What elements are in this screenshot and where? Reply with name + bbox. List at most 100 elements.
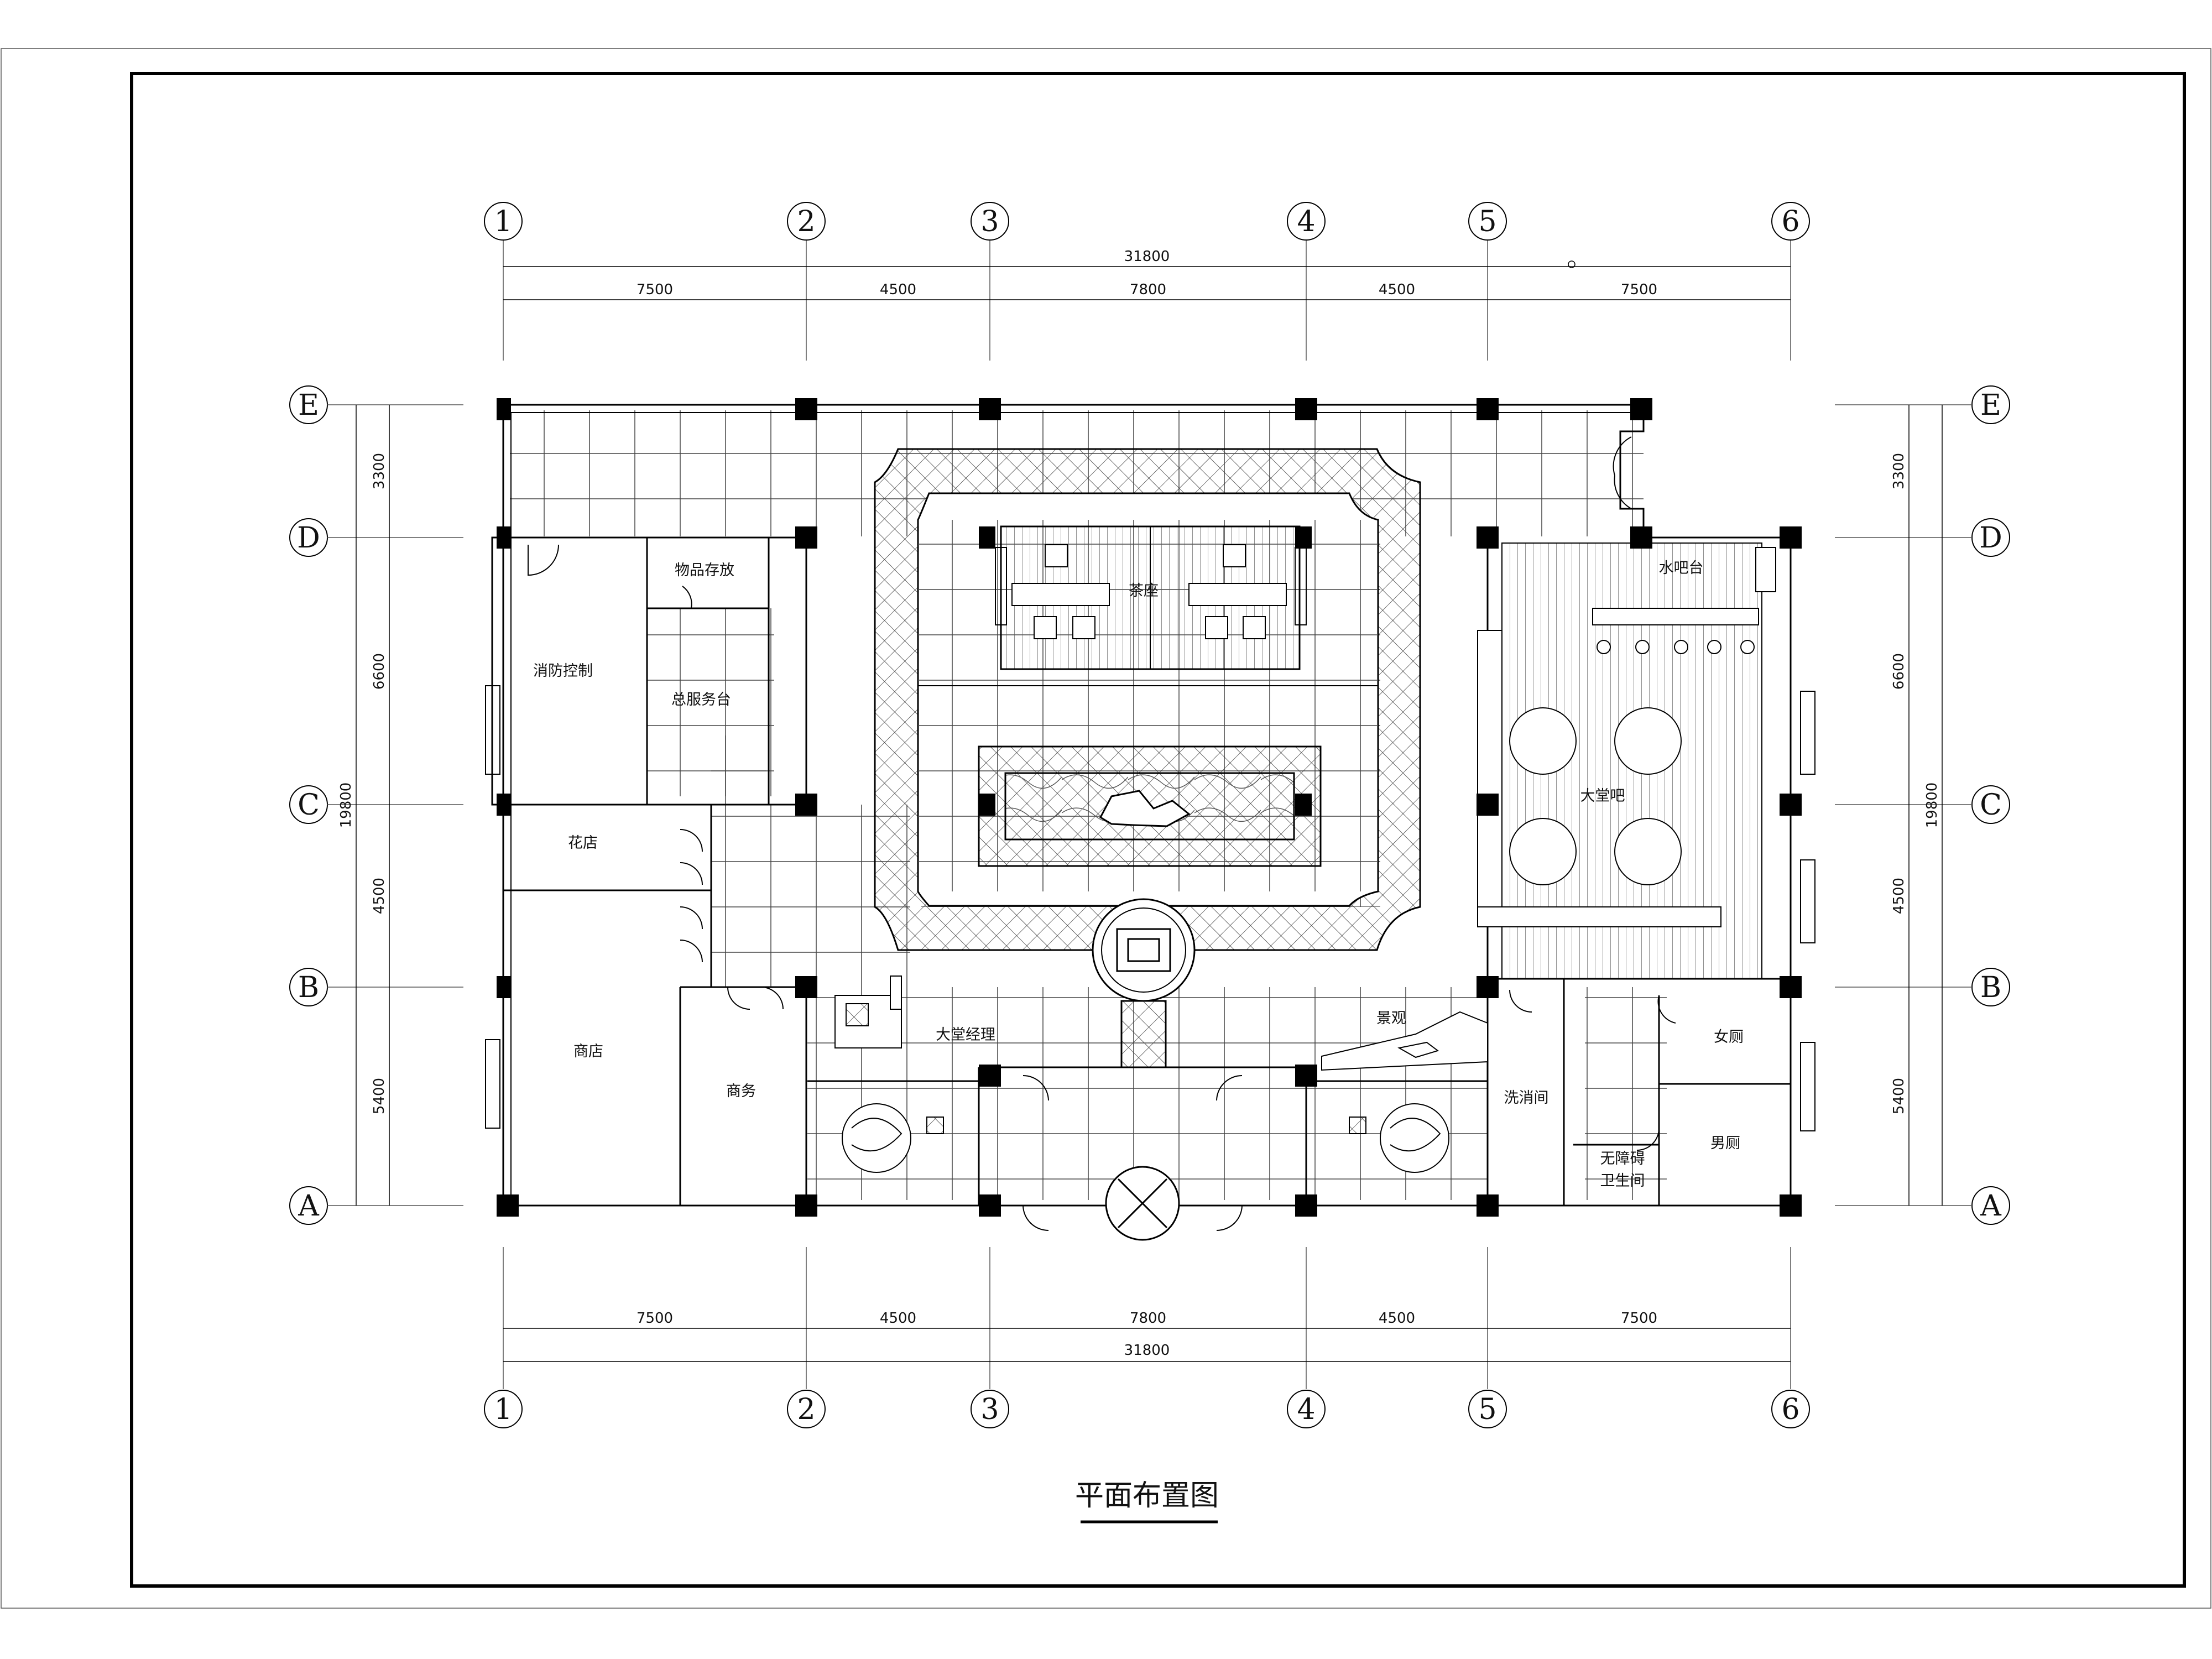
dim-bottom-seg-4: 4500	[1379, 1310, 1415, 1327]
axis-label-6-bottom: 6	[1781, 1393, 1799, 1426]
dim-left-seg-1: 3300	[371, 453, 388, 489]
dimension-top: 31800 7500 4500 7800 4500 7500	[503, 248, 1791, 300]
dim-bottom-total: 31800	[1124, 1342, 1170, 1359]
room-label-water-bar: 水吧台	[1659, 560, 1704, 577]
doors-and-fixtures	[528, 436, 1676, 1241]
sheet-frame	[130, 72, 2186, 1588]
axis-bubble-A-right: A	[1971, 1186, 2010, 1225]
axis-label-4-top: 4	[1297, 205, 1315, 238]
lobby-manager-desk	[834, 975, 902, 1048]
axis-bubble-6-top: 6	[1771, 202, 1810, 241]
dim-left-total: 19800	[338, 782, 354, 828]
axis-bubble-6-bottom: 6	[1771, 1390, 1810, 1428]
axis-bubble-C-left: C	[289, 785, 328, 824]
room-label-landscape: 景观	[1376, 1010, 1406, 1027]
building-walls	[485, 404, 1815, 1207]
axis-label-D-left: D	[297, 521, 320, 555]
axis-bubble-1-bottom: 1	[484, 1390, 523, 1428]
dim-right-seg-1: 3300	[1891, 453, 1907, 489]
dim-top-seg-1: 7500	[637, 281, 673, 298]
axis-label-A-left: A	[298, 1190, 320, 1223]
axis-label-D-right: D	[1979, 521, 2002, 555]
dim-bottom-seg-1: 7500	[637, 1310, 673, 1327]
central-atrium: 茶座	[874, 448, 1421, 1068]
room-label-washroom: 洗消间	[1504, 1089, 1549, 1107]
axis-bubble-C-right: C	[1971, 785, 2010, 824]
dimension-right: 6600 3300 4500 5400 19800	[1891, 405, 1943, 1206]
dimension-left: 19800 3300 6600 4500 5400	[338, 405, 390, 1206]
axis-bubble-E-right: E	[1971, 385, 2010, 424]
axis-bubble-1-top: 1	[484, 202, 523, 241]
plant-icon-left	[842, 1103, 944, 1173]
lobby-bar-area	[1477, 542, 1776, 979]
room-label-business: 商务	[726, 1083, 756, 1100]
room-label-lobby-bar: 大堂吧	[1580, 787, 1625, 805]
room-label-fire-control: 消防控制	[533, 662, 593, 680]
axis-label-E-left: E	[298, 389, 319, 422]
drawing-title-block: 平面布置图	[1075, 1479, 1219, 1524]
axis-label-B-left: B	[298, 971, 319, 1004]
dim-left-seg-2: 6600	[371, 653, 388, 690]
structural-columns	[497, 398, 1802, 1217]
axis-label-B-right: B	[1980, 971, 2001, 1004]
axis-label-3-bottom: 3	[980, 1393, 999, 1426]
room-label-accessible-wc-line1: 无障碍	[1600, 1150, 1645, 1167]
axis-bubble-3-top: 3	[971, 202, 1009, 241]
room-label-tea-room: 茶座	[1129, 582, 1159, 599]
origin-marker-icon	[1568, 260, 1575, 268]
dim-top-total: 31800	[1124, 248, 1170, 265]
axis-label-C-right: C	[1980, 789, 2002, 822]
axis-label-5-bottom: 5	[1478, 1393, 1496, 1426]
dim-left-seg-4: 5400	[371, 1078, 388, 1114]
axis-label-2-bottom: 2	[797, 1393, 815, 1426]
axis-label-6-top: 6	[1781, 205, 1799, 238]
axis-label-3-top: 3	[980, 205, 999, 238]
axis-label-E-right: E	[1980, 389, 2001, 422]
axis-bubble-3-bottom: 3	[971, 1390, 1009, 1428]
axis-bubble-B-right: B	[1971, 968, 2010, 1006]
axis-bubble-5-bottom: 5	[1468, 1390, 1507, 1428]
plant-icon-right	[1349, 1103, 1449, 1173]
axis-bubble-4-top: 4	[1287, 202, 1326, 241]
room-label-shop: 商店	[573, 1043, 603, 1060]
axis-bubble-2-bottom: 2	[787, 1390, 826, 1428]
dim-top-seg-5: 7500	[1621, 281, 1657, 298]
drawing-title: 平面布置图	[1075, 1479, 1219, 1512]
axis-bubble-2-top: 2	[787, 202, 826, 241]
entrance-paving	[1120, 1000, 1167, 1068]
dim-right-seg-3: 4500	[1891, 878, 1907, 914]
axis-label-1-bottom: 1	[494, 1393, 512, 1426]
room-label-flower-shop: 花店	[568, 834, 598, 852]
axis-label-5-top: 5	[1478, 205, 1496, 238]
dim-left-seg-3: 4500	[371, 878, 388, 914]
landscape-planter	[1321, 1011, 1488, 1071]
dim-top-seg-3: 7800	[1130, 281, 1166, 298]
axis-label-C-left: C	[298, 789, 320, 822]
room-label-mens-wc: 男厕	[1710, 1135, 1740, 1152]
room-label-lobby-manager: 大堂经理	[936, 1026, 995, 1044]
room-label-accessible-wc-line2: 卫生间	[1600, 1172, 1645, 1190]
rockery-feature	[978, 745, 1322, 867]
dim-bottom-seg-5: 7500	[1621, 1310, 1657, 1327]
axis-label-2-top: 2	[797, 205, 815, 238]
axis-bubble-4-bottom: 4	[1287, 1390, 1326, 1428]
room-label-front-desk: 总服务台	[671, 691, 731, 708]
axis-bubbles-bottom: 1 2 3 4 5 6	[484, 1390, 1810, 1428]
room-label-storage: 物品存放	[675, 562, 734, 579]
room-label-womens-wc: 女厕	[1714, 1029, 1744, 1046]
axis-leader-lines	[327, 241, 1972, 1389]
rock-icon	[1099, 790, 1191, 827]
dim-right-seg-2: 6600	[1891, 653, 1907, 690]
axis-bubble-D-left: D	[289, 518, 328, 557]
revolving-door-icon	[1105, 1166, 1180, 1241]
dim-bottom-seg-2: 4500	[880, 1310, 916, 1327]
dimension-bottom: 7500 4500 7800 4500 7500 31800	[503, 1310, 1791, 1362]
axis-bubble-A-left: A	[289, 1186, 328, 1225]
dim-right-seg-4: 5400	[1891, 1078, 1907, 1114]
room-labels: 消防控制 物品存放 总服务台 水吧台 大堂吧 花店 商店 商务 大堂经理 景观 …	[533, 560, 1744, 1190]
axis-bubbles-left: E D C B A	[289, 385, 328, 1225]
dim-right-total: 19800	[1924, 782, 1940, 828]
axis-label-A-right: A	[1980, 1190, 2002, 1223]
dim-top-seg-2: 4500	[880, 281, 916, 298]
